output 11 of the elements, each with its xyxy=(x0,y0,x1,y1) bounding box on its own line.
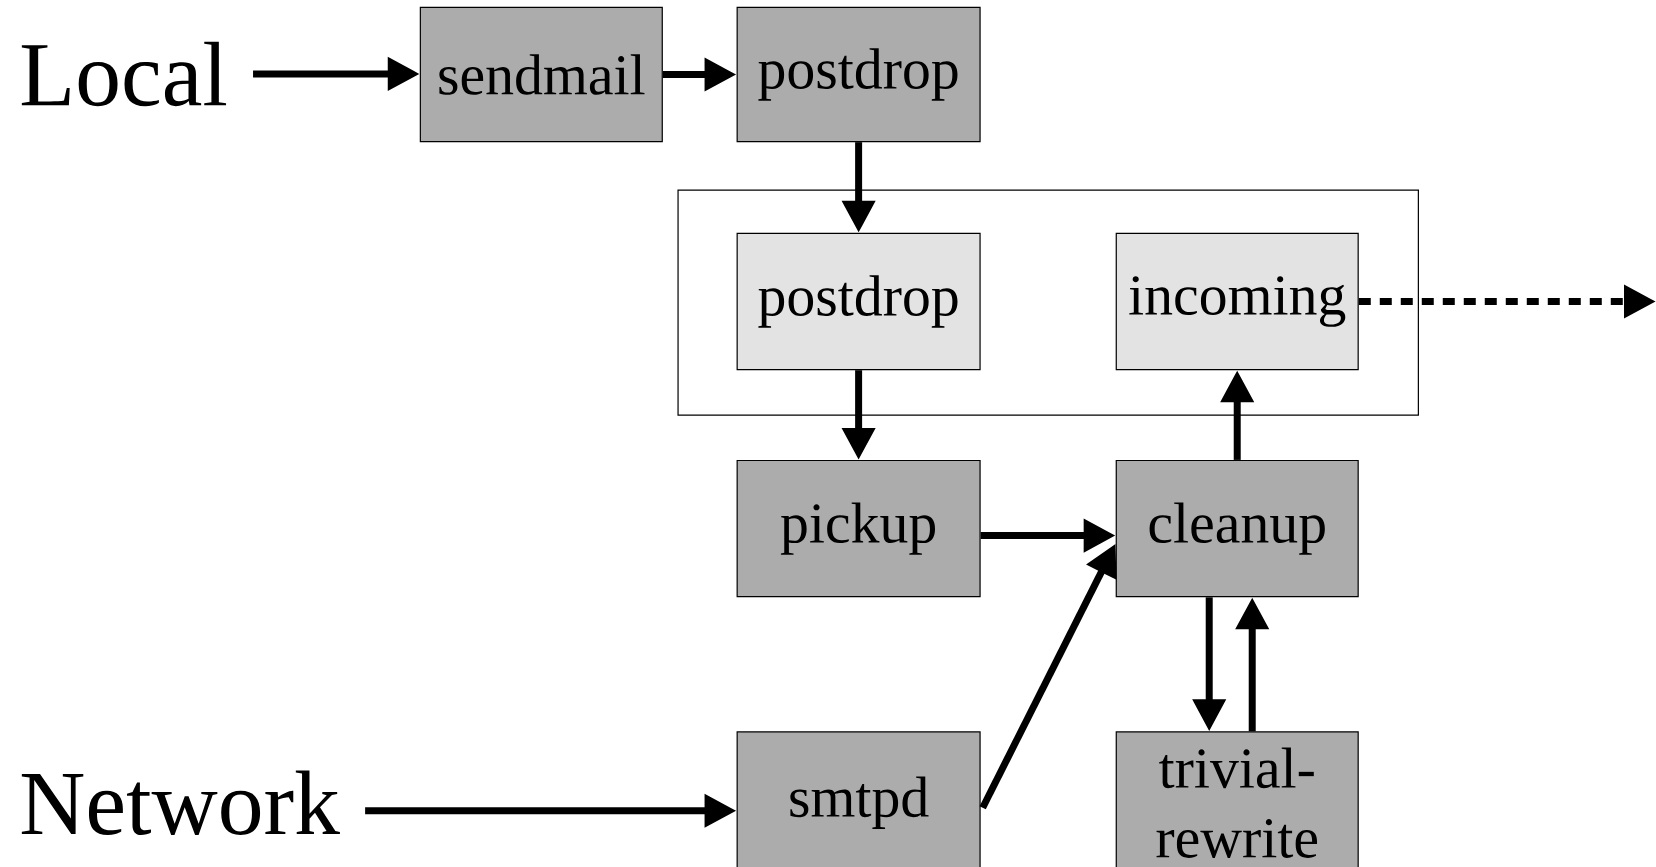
queue-area xyxy=(677,189,1419,416)
process-box: pickup xyxy=(736,459,981,598)
source-label: Local xyxy=(21,41,227,107)
process-box: cleanup xyxy=(1115,459,1359,598)
source-label: Network xyxy=(21,770,340,835)
process-box: trivial- rewrite xyxy=(1115,731,1359,867)
process-box: smtpd xyxy=(736,731,981,867)
process-box: sendmail xyxy=(419,6,663,143)
queue-box: postdrop xyxy=(736,232,981,371)
queue-box: incoming xyxy=(1115,232,1359,371)
process-box: postdrop xyxy=(736,6,981,143)
